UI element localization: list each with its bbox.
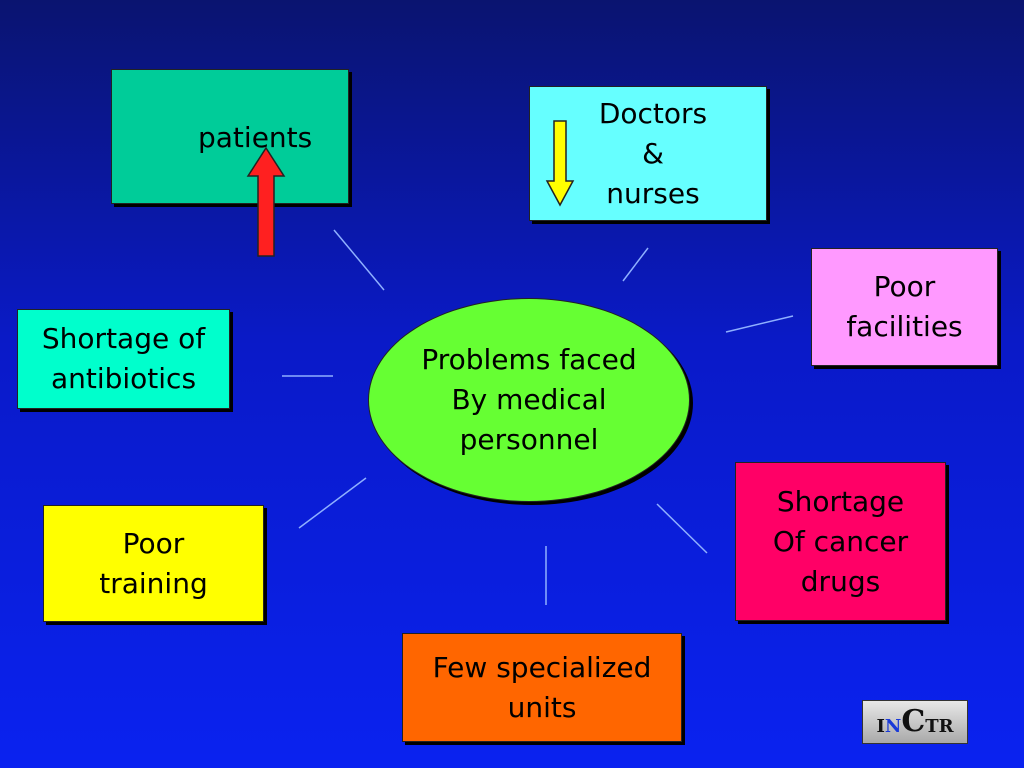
box-doctors-nurses: Doctors & nurses <box>529 86 767 221</box>
poor-facilities-label: Poor facilities <box>846 270 963 343</box>
few-units-label: Few specialized units <box>432 650 652 724</box>
box-patients: patients <box>111 69 349 257</box>
logo-part-2: N <box>884 716 902 737</box>
shortage-antibiotics-label: Shortage of antibiotics <box>41 322 206 395</box>
poor-training-label: Poor training <box>99 526 208 600</box>
connector-poor-facilities <box>725 315 794 333</box>
shortage-cancer-drugs-label: Shortage Of cancer drugs <box>772 484 909 598</box>
connector-cancer-drugs <box>656 503 708 554</box>
connector-poor-training <box>298 477 367 529</box>
center-ellipse: Problems faced By medical personnel <box>368 298 690 502</box>
box-shortage-antibiotics: Shortage of antibiotics <box>17 309 230 409</box>
up-arrow-icon <box>246 146 286 257</box>
patients-label: patients <box>198 121 313 154</box>
center-label: Problems faced By medical personnel <box>421 343 637 456</box>
doctors-nurses-label: Doctors & nurses <box>598 96 708 210</box>
connector-patients <box>333 229 385 291</box>
logo-part-3: C <box>901 704 926 739</box>
box-poor-facilities: Poor facilities <box>811 248 998 366</box>
box-poor-training: Poor training <box>43 505 264 622</box>
inctr-logo: I N C TR <box>862 700 968 744</box>
logo-part-1: I <box>876 716 885 737</box>
connector-doctors-nurses <box>622 247 649 282</box>
logo-part-4: TR <box>925 716 954 737</box>
box-few-specialized-units: Few specialized units <box>402 633 682 742</box>
down-arrow-icon <box>545 120 575 207</box>
box-shortage-cancer-drugs: Shortage Of cancer drugs <box>735 462 946 621</box>
